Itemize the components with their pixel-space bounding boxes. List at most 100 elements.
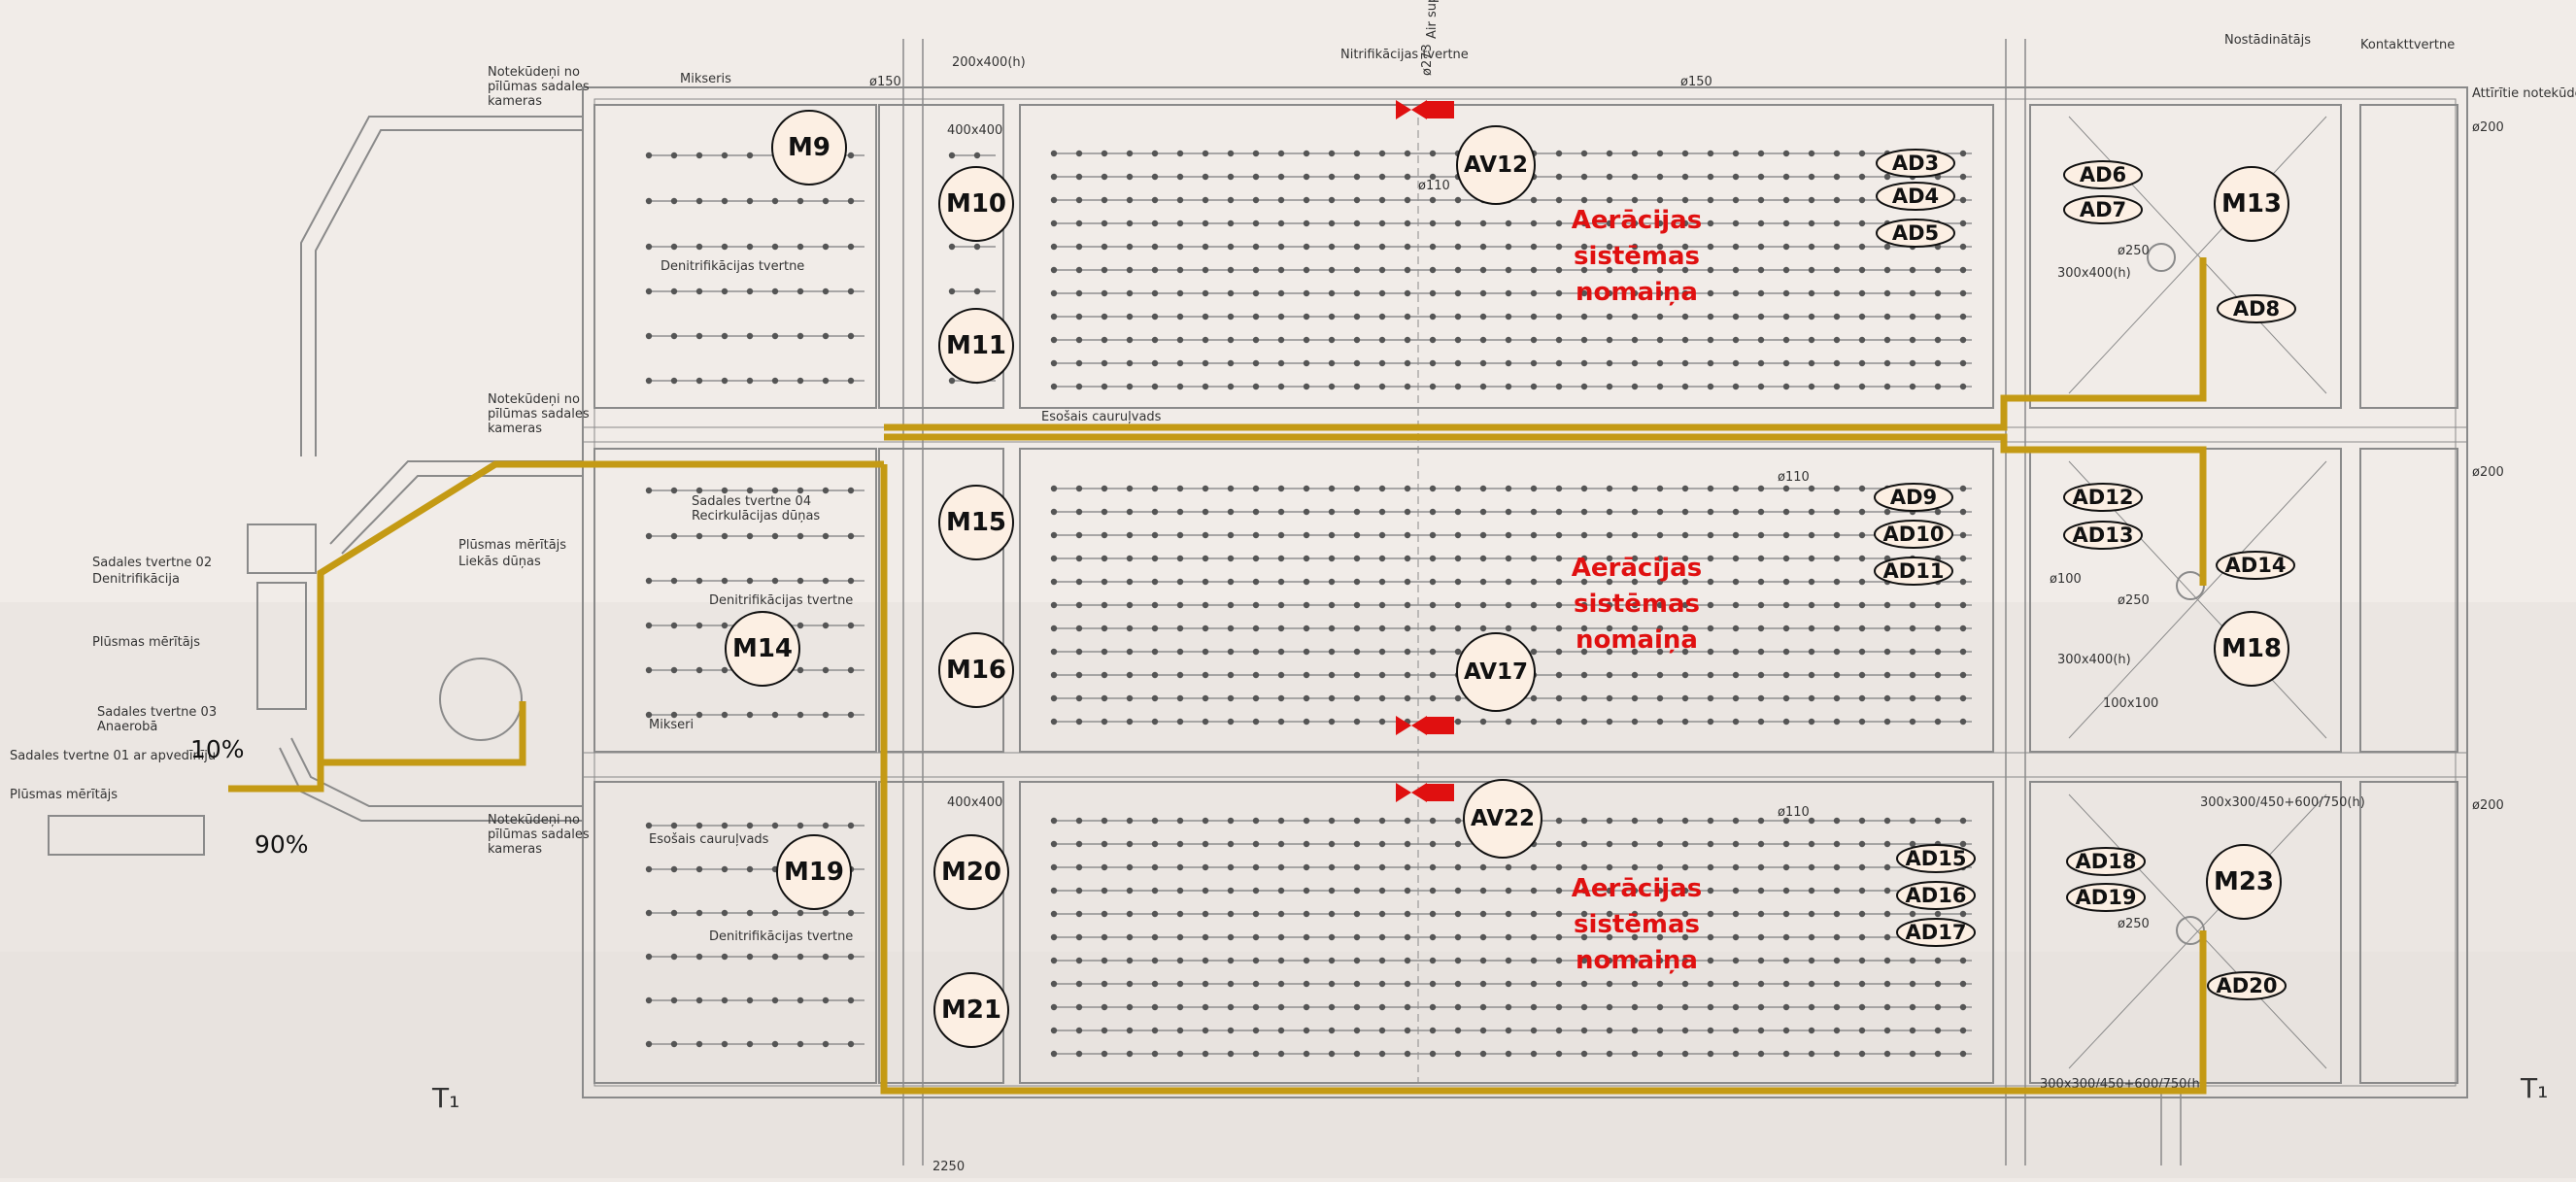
- diffuser-dot: [1631, 150, 1639, 157]
- diffuser-dot: [1858, 648, 1866, 656]
- diffuser-dot: [1126, 531, 1134, 539]
- diffuser-dot: [1883, 508, 1891, 516]
- mixer-m11: M11: [938, 308, 1014, 384]
- diffuser-dot: [1075, 840, 1083, 848]
- diffuser-dot: [1631, 531, 1639, 539]
- diffuser-dot: [1732, 150, 1740, 157]
- diffuser-dot: [1580, 578, 1588, 586]
- diffuser-dot: [1782, 648, 1790, 656]
- nitri-tank-top: [1019, 104, 1994, 409]
- diffuser-dot: [1782, 1027, 1790, 1034]
- diffuser-dot: [1858, 601, 1866, 609]
- diffuser-dot: [721, 332, 729, 340]
- diffuser-dot: [1176, 601, 1184, 609]
- diffuser-dot: [1909, 359, 1916, 367]
- diffuser-dot: [1833, 601, 1841, 609]
- diffuser-dot: [1732, 1050, 1740, 1058]
- diffuser-dot: [1227, 220, 1235, 227]
- anaerobic-tank-mid: [878, 448, 1004, 753]
- diffuser-dot: [1808, 508, 1815, 516]
- diffuser-dot: [1580, 555, 1588, 562]
- svg-text:AD17: AD17: [1906, 921, 1967, 944]
- diffuser-dot: [1353, 578, 1361, 586]
- diffuser-dot: [1707, 980, 1714, 988]
- diffuser-dot: [1328, 173, 1336, 181]
- diffuser-dot: [1656, 718, 1664, 726]
- diffuser-dot: [1631, 173, 1639, 181]
- dia-150-top: ø150: [1680, 75, 1712, 89]
- diffuser-dot: [1479, 313, 1487, 321]
- diffuser-dot: [1202, 578, 1209, 586]
- diffuser-dot: [1858, 957, 1866, 964]
- pipe-route-middle: [884, 433, 2207, 586]
- diffuser-dot: [1378, 383, 1386, 390]
- diffuser-dot: [1126, 485, 1134, 492]
- diffuser-dot: [1833, 694, 1841, 702]
- diffuser-dot: [1454, 578, 1462, 586]
- diffuser-dot: [1328, 289, 1336, 297]
- diffuser-dot: [1050, 957, 1058, 964]
- diffuser-dot: [1606, 508, 1613, 516]
- diffuser-dot: [1252, 173, 1260, 181]
- diffuser-dot: [1328, 601, 1336, 609]
- diffuser-dot: [1202, 980, 1209, 988]
- diffuser-dot: [1176, 555, 1184, 562]
- diffuser-dot: [1858, 383, 1866, 390]
- diffuser-dot: [1530, 910, 1538, 918]
- diffuser-dot: [1404, 289, 1411, 297]
- diffuser-dot: [1808, 243, 1815, 251]
- dist-tank-03-label: Sadales tvertne 03: [97, 705, 217, 720]
- diffuser-dot: [1580, 957, 1588, 964]
- diffuser-dot: [1530, 718, 1538, 726]
- diffuser-dot: [1833, 1050, 1841, 1058]
- diffuser-dot: [1505, 336, 1512, 344]
- diffuser-dot: [1404, 694, 1411, 702]
- diffuser-dot: [1732, 887, 1740, 895]
- diffuser-dot: [1631, 243, 1639, 251]
- diffuser-dot: [1075, 980, 1083, 988]
- diffuser-dot: [1277, 863, 1285, 871]
- diffuser-dot: [1227, 336, 1235, 344]
- diffuser-dot: [1883, 980, 1891, 988]
- diffuser-dot: [1555, 671, 1563, 679]
- diffuser-dot: [1782, 196, 1790, 204]
- diffuser-dot: [1303, 648, 1310, 656]
- diffuser-dot: [1732, 840, 1740, 848]
- diffuser-dot: [1227, 957, 1235, 964]
- paper-lower: [0, 952, 2576, 1178]
- diffuser-dot: [746, 532, 754, 540]
- denitri-tank-top: [593, 104, 877, 409]
- dia-200-mid: ø200: [2472, 465, 2504, 480]
- diffuser-dot: [695, 822, 703, 829]
- diffuser-dot: [1126, 289, 1134, 297]
- diffuser-dot: [1656, 933, 1664, 941]
- diffuser-dot: [1429, 625, 1437, 632]
- diffuser-dot: [1303, 220, 1310, 227]
- dim-300x400-mid: 300x400(h): [2057, 653, 2131, 667]
- dia-200-top: ø200: [2472, 120, 2504, 135]
- diffuser-dot: [1328, 485, 1336, 492]
- diffuser-dot: [1883, 718, 1891, 726]
- diffuser-dot: [1378, 243, 1386, 251]
- diffuser-dot: [1353, 1050, 1361, 1058]
- diffuser-dot: [1732, 289, 1740, 297]
- diffuser-dot: [1555, 863, 1563, 871]
- diffuser-dot: [1631, 863, 1639, 871]
- diffuser-dot: [1378, 289, 1386, 297]
- diffuser-dot: [1202, 485, 1209, 492]
- diffuser-dot: [1277, 648, 1285, 656]
- diffuser-dot: [1328, 863, 1336, 871]
- diffuser-dot: [1707, 555, 1714, 562]
- diffuser-dot: [948, 243, 956, 251]
- diffuser-dot: [1681, 336, 1689, 344]
- diffuser-dot: [1429, 243, 1437, 251]
- diffuser-dot: [1681, 359, 1689, 367]
- diffuser-dot: [1707, 531, 1714, 539]
- diffuser-dot: [645, 577, 653, 585]
- diffuser-dot: [1833, 887, 1841, 895]
- diffuser-dot: [1530, 243, 1538, 251]
- svg-text:M21: M21: [941, 996, 1001, 1025]
- diffuser-dot: [1555, 508, 1563, 516]
- diffuser-dot: [721, 622, 729, 629]
- diffuser-dot: [1656, 887, 1664, 895]
